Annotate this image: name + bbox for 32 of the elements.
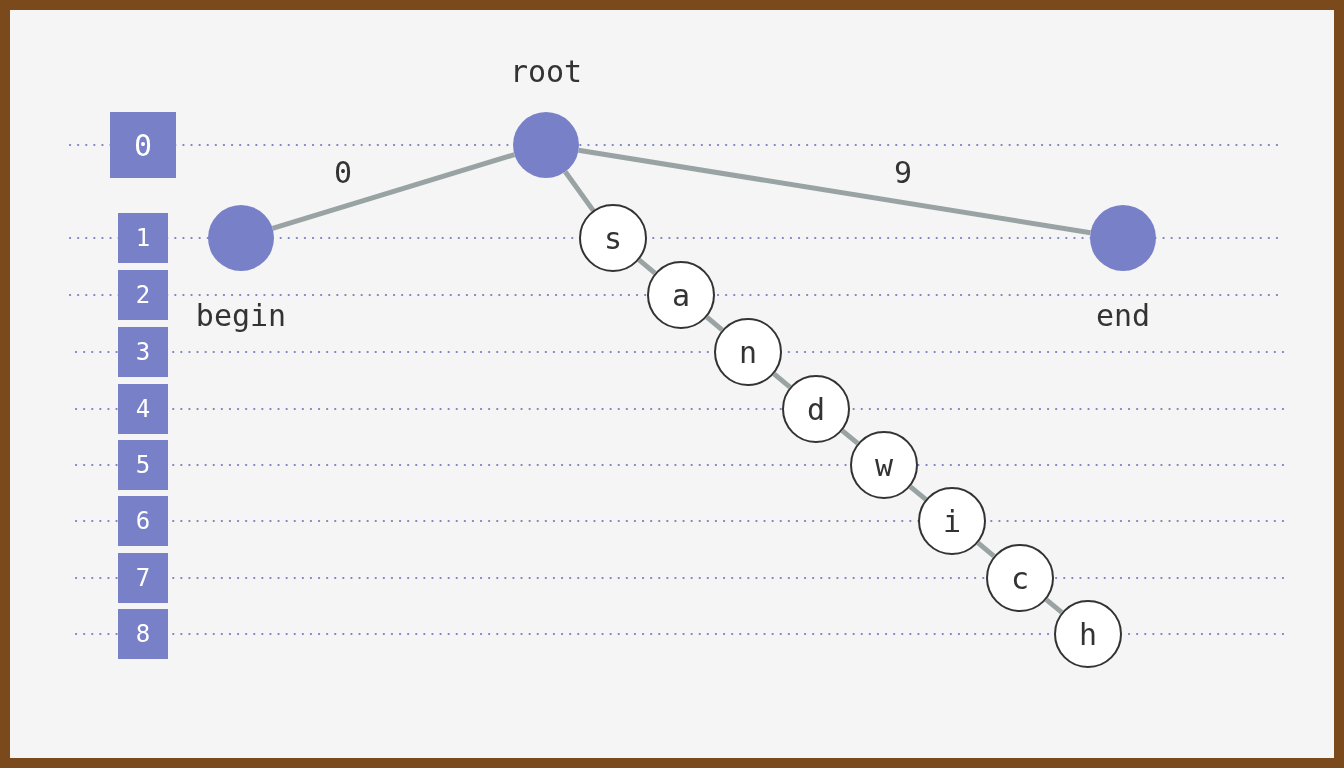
index-box: 1	[118, 213, 168, 263]
letter-node-circle: n	[714, 318, 782, 386]
letter-node-circle: c	[986, 544, 1054, 612]
connector-line	[271, 152, 516, 231]
index-box: 2	[118, 270, 168, 320]
connector-line	[637, 257, 657, 276]
index-box: 4	[118, 384, 168, 434]
index-box: 3	[118, 327, 168, 377]
letter-node-circle: a	[647, 261, 715, 329]
letter-node-circle: s	[579, 204, 647, 272]
connector-line	[563, 170, 596, 212]
index-box: 7	[118, 553, 168, 603]
index-box: 8	[118, 609, 168, 659]
connector-line	[976, 540, 996, 559]
index-box: 5	[118, 440, 168, 490]
letter-node-circle: w	[850, 431, 918, 499]
edge-label: 9	[893, 158, 913, 188]
node-label: root	[509, 57, 583, 87]
letter-node-circle: h	[1054, 600, 1122, 668]
letter-node-circle: d	[782, 375, 850, 443]
letter-node-circle: i	[918, 487, 986, 555]
index-box: 6	[118, 496, 168, 546]
node-label: end	[1095, 301, 1151, 331]
connector-line	[840, 428, 860, 446]
connector-line	[578, 147, 1091, 236]
connector-line	[1044, 597, 1064, 615]
connector-line	[705, 315, 724, 332]
connector-line	[908, 484, 928, 502]
index-box: 0	[110, 112, 176, 178]
edge-label: 0	[333, 158, 353, 188]
node-label: begin	[195, 301, 287, 331]
connector-line	[772, 371, 792, 390]
